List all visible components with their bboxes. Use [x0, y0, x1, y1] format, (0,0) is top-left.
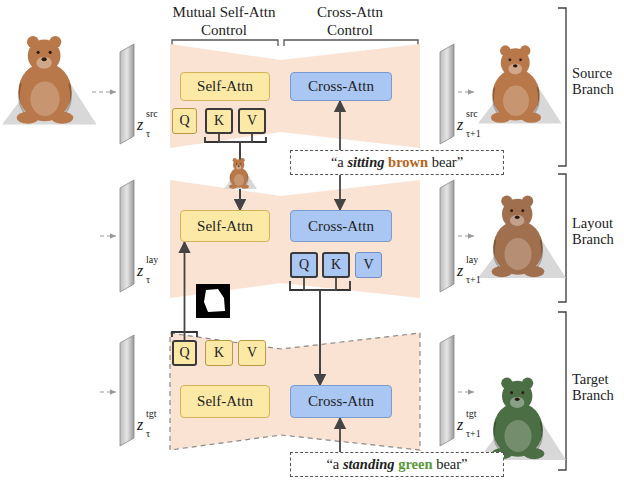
- branch-bracket: [558, 312, 566, 470]
- latent-index: lay: [146, 254, 158, 265]
- dashed-flow-arrow: [100, 235, 116, 236]
- latent-slab: [440, 180, 454, 292]
- latent-symbol: z: [137, 262, 143, 280]
- latent-index: τ: [146, 128, 150, 139]
- branch-label: Layout Branch: [572, 216, 620, 248]
- branch-bracket: [558, 174, 566, 302]
- key-box: K: [205, 340, 233, 366]
- dashed-flow-arrow: [92, 92, 474, 392]
- latent-index: τ: [146, 274, 150, 285]
- latent-symbol: z: [457, 116, 463, 134]
- branch-bracket: [558, 8, 566, 470]
- latent-index: src: [466, 108, 478, 119]
- query-box: Q: [290, 252, 318, 278]
- control-bracket: [284, 40, 418, 46]
- latent-slab: [120, 335, 134, 446]
- control-header: Control: [327, 22, 373, 39]
- control-bracket: [172, 40, 418, 46]
- layout-output-bear: [478, 196, 566, 278]
- value-box: V: [355, 252, 382, 278]
- latent-symbol: z: [457, 262, 463, 280]
- key-box: K: [205, 108, 233, 134]
- dashed-flow-arrow: [458, 91, 474, 92]
- control-header: Control: [201, 22, 247, 39]
- target-output-bear: [478, 378, 566, 460]
- latent-slab: [120, 180, 134, 292]
- control-bracket: [172, 40, 278, 46]
- cross-attn-box: Cross-Attn: [290, 72, 392, 101]
- node-text: Self-Attn: [197, 218, 253, 235]
- node-text: K: [214, 345, 224, 360]
- node-text: V: [247, 345, 257, 360]
- unet-layout: [170, 180, 420, 298]
- branch-label: Source Branch: [572, 66, 620, 98]
- mask-icon: [204, 289, 225, 312]
- node-text: Self-Attn: [197, 393, 253, 410]
- dashed-flow-arrow: [458, 391, 474, 392]
- query-box: Q: [172, 340, 197, 366]
- attention-flow-arrow: [184, 242, 186, 340]
- selection-bracket: [290, 281, 350, 290]
- attention-flow-arrow: [339, 175, 341, 210]
- latent-symbol: z: [457, 416, 463, 434]
- control-header: Cross-Attn: [317, 4, 383, 21]
- unet-target: [170, 333, 420, 450]
- latent-slab: [440, 44, 454, 144]
- latent-slab: [120, 44, 454, 446]
- self-attn-box: Self-Attn: [180, 72, 270, 101]
- mini-bear-image: [224, 158, 257, 189]
- cross-attn-box: Cross-Attn: [290, 385, 392, 418]
- value-box: V: [238, 108, 266, 134]
- cross-attn-box: Cross-Attn: [290, 210, 392, 242]
- prompt-box: “a standing green bear”: [290, 452, 504, 477]
- dashed-flow-arrow: [92, 91, 116, 92]
- latent-index: src: [146, 108, 158, 119]
- attention-flow-arrow: [339, 101, 341, 150]
- latent-slab: [440, 335, 454, 446]
- node-text: Cross-Attn: [308, 218, 374, 235]
- self-attn-box: Self-Attn: [180, 385, 270, 418]
- mask-icon: [196, 284, 230, 318]
- source-output-bear: [478, 45, 562, 123]
- self-attn-box: Self-Attn: [180, 210, 270, 242]
- latent-index: tgt: [146, 408, 157, 419]
- branch-bracket: [558, 8, 566, 166]
- node-text: Self-Attn: [197, 78, 253, 95]
- branch-label: Target Branch: [572, 372, 620, 404]
- query-box: Q: [172, 108, 197, 134]
- node-text: Cross-Attn: [308, 78, 374, 95]
- latent-index: τ+1: [466, 428, 481, 439]
- node-text: V: [247, 113, 257, 128]
- latent-symbol: z: [137, 416, 143, 434]
- mask-icon: [196, 284, 230, 318]
- latent-index: τ+1: [466, 128, 481, 139]
- dashed-flow-arrow: [458, 235, 474, 236]
- node-text: Q: [179, 113, 189, 128]
- dashed-flow-arrow: [100, 391, 116, 392]
- attention-flow-arrow: [304, 278, 320, 385]
- latent-slab: [120, 44, 134, 144]
- node-text: Q: [299, 257, 309, 272]
- attention-flow-arrow: [339, 418, 341, 452]
- node-text: Q: [179, 345, 189, 360]
- unet-source: [170, 44, 420, 148]
- node-text: Cross-Attn: [308, 393, 374, 410]
- latent-index: tgt: [466, 408, 477, 419]
- control-header: Mutual Self-Attn: [173, 4, 276, 21]
- key-box: K: [322, 252, 350, 278]
- value-box: V: [238, 340, 266, 366]
- attention-flow-arrow: [320, 278, 336, 385]
- prompt-box: “a sitting brown bear”: [290, 150, 504, 175]
- node-text: K: [214, 113, 224, 128]
- latent-index: lay: [466, 254, 478, 265]
- node-text: “a sitting brown bear”: [331, 155, 463, 171]
- node-text: V: [363, 257, 373, 272]
- node-text: “a standing green bear”: [326, 457, 467, 473]
- latent-index: τ: [146, 428, 150, 439]
- latent-index: τ+1: [466, 274, 481, 285]
- latent-symbol: z: [137, 116, 143, 134]
- node-text: K: [331, 257, 341, 272]
- source-bear-image: [2, 36, 97, 125]
